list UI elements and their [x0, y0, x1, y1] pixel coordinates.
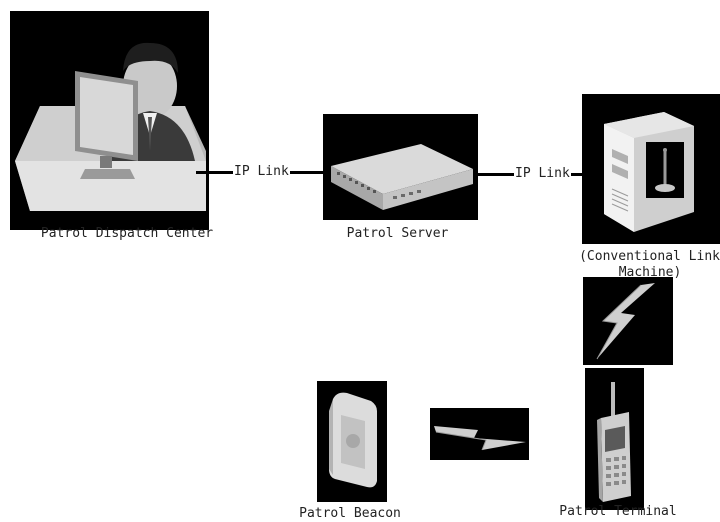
server-node	[323, 114, 478, 220]
server-icon	[331, 144, 473, 210]
link-line-server-right	[570, 173, 584, 176]
link-line-dispatch-left	[196, 171, 234, 174]
dispatch-center-label: Patrol Dispatch Center	[40, 226, 214, 241]
server-label: Patrol Server	[346, 226, 449, 241]
wireless-bolt-vertical	[583, 277, 673, 365]
beacon-node	[317, 381, 387, 502]
dispatch-center-node	[10, 11, 209, 230]
radio-terminal-icon	[597, 382, 631, 502]
terminal-node	[585, 368, 644, 510]
beacon-icon	[329, 392, 377, 488]
lightning-icon	[434, 426, 526, 451]
terminal-label: Patrol Terminal	[559, 504, 677, 519]
link-machine-label-line2: Machine)	[618, 265, 682, 280]
dispatch-operator-icon	[15, 42, 206, 211]
antenna-icon	[655, 148, 675, 192]
ip-link-label-1: IP Link	[233, 164, 290, 180]
wireless-bolt-horizontal	[430, 408, 529, 460]
beacon-label: Patrol Beacon	[299, 506, 401, 521]
link-line-dispatch-right	[288, 171, 326, 174]
antenna-node	[646, 142, 684, 198]
lightning-icon	[596, 283, 655, 360]
link-line-server-left	[476, 173, 514, 176]
ip-link-label-2: IP Link	[514, 166, 571, 182]
link-machine-label-line1: (Conventional Link	[579, 249, 720, 264]
